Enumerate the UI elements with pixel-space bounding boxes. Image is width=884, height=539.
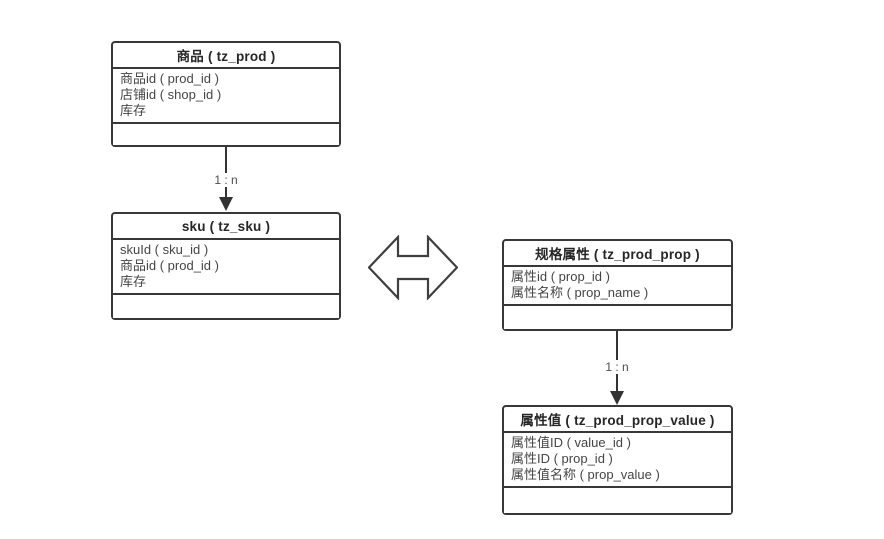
entity-title-sku: sku ( tz_sku ) [113, 214, 339, 240]
entity-fields-prod-prop-value: 属性值ID ( value_id ) 属性ID ( prop_id ) 属性值名… [504, 433, 731, 488]
entity-table-sku: sku ( tz_sku ) skuId ( sku_id ) 商品id ( p… [111, 212, 341, 320]
entity-title-prod-prop: 规格属性 ( tz_prod_prop ) [504, 241, 731, 267]
entity-table-prod-prop: 规格属性 ( tz_prod_prop ) 属性id ( prop_id ) 属… [502, 239, 733, 331]
entity-footer [504, 488, 731, 513]
connector-prod-to-sku: 1 : n [211, 147, 241, 211]
arrow-down-icon [219, 197, 233, 211]
entity-fields-sku: skuId ( sku_id ) 商品id ( prod_id ) 库存 [113, 240, 339, 295]
field-row: 商品id ( prod_id ) [120, 258, 219, 273]
entity-title-prod-prop-value: 属性值 ( tz_prod_prop_value ) [504, 407, 731, 433]
entity-footer [113, 295, 339, 318]
entity-footer [504, 306, 731, 329]
arrow-down-icon [610, 391, 624, 405]
entity-fields-prod-prop: 属性id ( prop_id ) 属性名称 ( prop_name ) [504, 267, 731, 306]
field-row: 属性ID ( prop_id ) [511, 451, 613, 466]
field-row: 属性id ( prop_id ) [511, 269, 610, 284]
entity-fields-prod: 商品id ( prod_id ) 店铺id ( shop_id ) 库存 [113, 69, 339, 124]
cardinality-label: 1 : n [602, 360, 632, 374]
field-row: skuId ( sku_id ) [120, 242, 209, 257]
entity-footer [113, 124, 339, 145]
entity-table-prod: 商品 ( tz_prod ) 商品id ( prod_id ) 店铺id ( s… [111, 41, 341, 147]
field-row: 库存 [120, 103, 147, 118]
field-row: 属性值名称 ( prop_value ) [511, 467, 660, 482]
field-row: 属性名称 ( prop_name ) [511, 285, 649, 300]
entity-title-prod: 商品 ( tz_prod ) [113, 43, 339, 69]
connector-prop-to-value: 1 : n [602, 331, 632, 405]
field-row: 库存 [120, 274, 147, 289]
entity-table-prod-prop-value: 属性值 ( tz_prod_prop_value ) 属性值ID ( value… [502, 405, 733, 515]
field-row: 店铺id ( shop_id ) [120, 87, 222, 102]
double-arrow-icon [368, 235, 458, 300]
cardinality-label: 1 : n [211, 173, 241, 187]
field-row: 商品id ( prod_id ) [120, 71, 219, 86]
field-row: 属性值ID ( value_id ) [511, 435, 631, 450]
